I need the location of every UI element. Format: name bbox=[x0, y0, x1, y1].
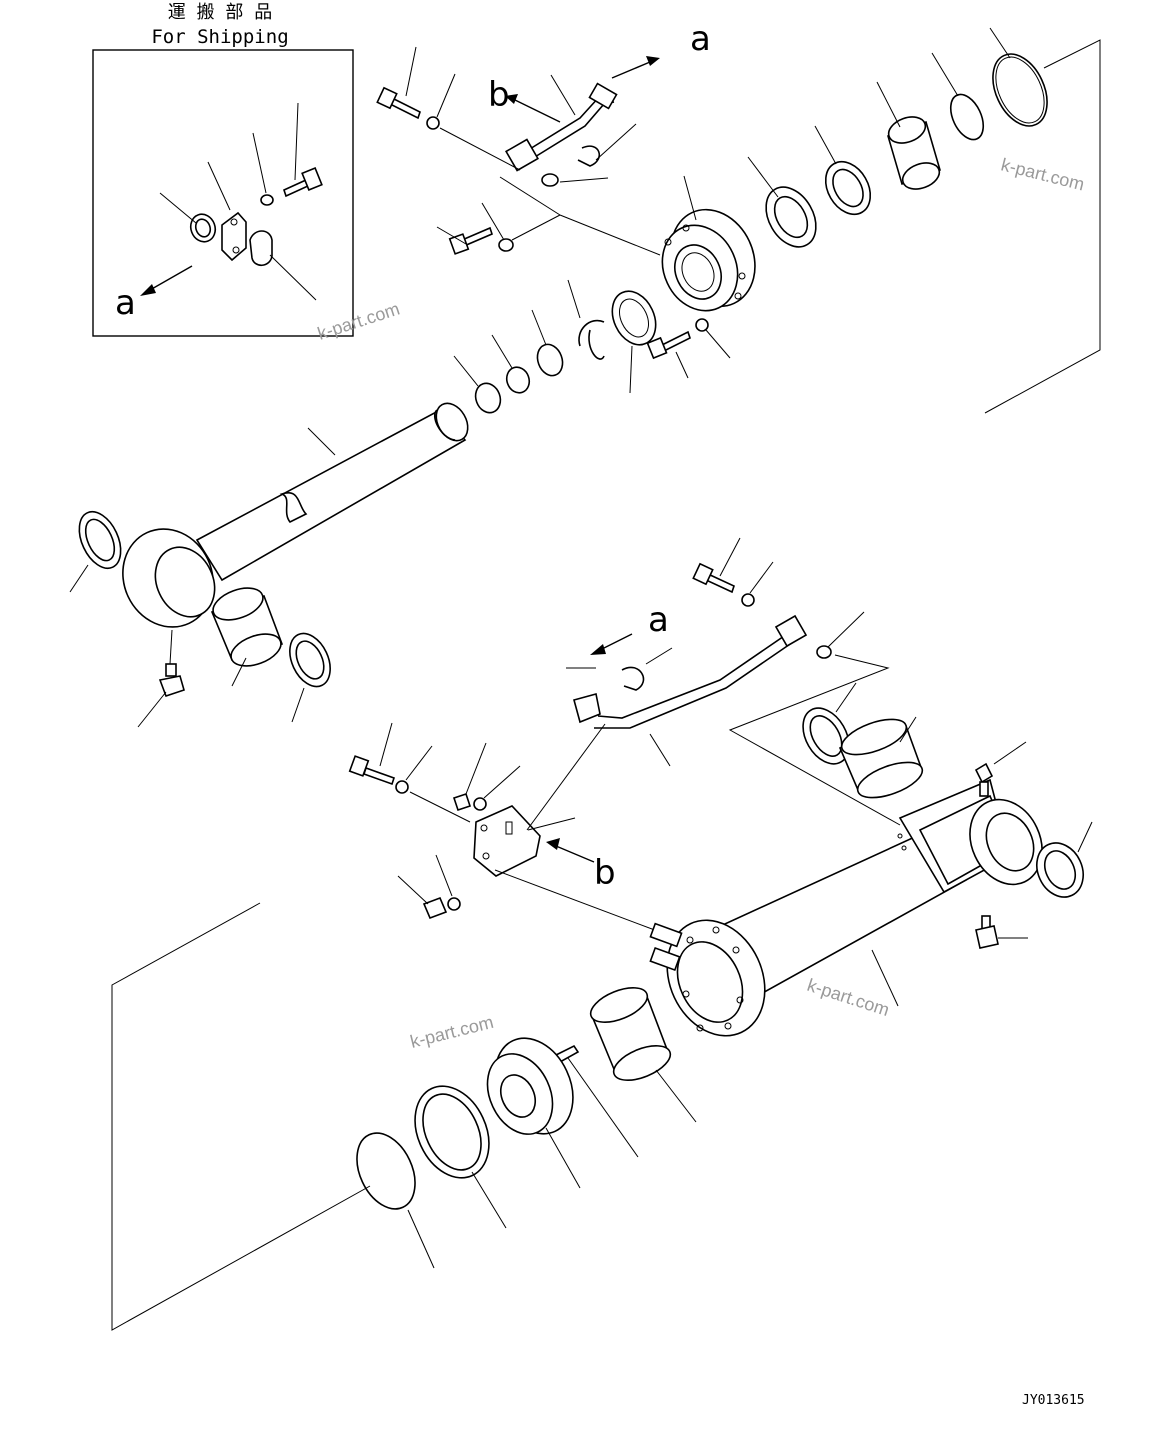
nut-bracket bbox=[452, 792, 472, 812]
u-bolt-upper bbox=[577, 145, 601, 167]
view-letter-b-middle: b bbox=[594, 853, 616, 893]
rod-end-bushing bbox=[210, 587, 284, 667]
upper-assembly: a b bbox=[69, 19, 1101, 728]
bolt-head-mid bbox=[448, 226, 493, 255]
washer-bracket-1 bbox=[395, 780, 409, 794]
arrow-a-top bbox=[611, 61, 651, 79]
lower-assembly: a b bbox=[111, 537, 1093, 1331]
tube-lower bbox=[573, 614, 808, 729]
wiper-ring bbox=[824, 160, 872, 216]
seal-ring-1 bbox=[536, 343, 564, 377]
washer-lower-top bbox=[741, 593, 755, 607]
rod-end-seal bbox=[78, 510, 122, 570]
snap-ring bbox=[578, 319, 605, 360]
bolt-lower-head bbox=[646, 330, 691, 360]
frame-line-lower-right bbox=[728, 654, 901, 826]
washer-top-left bbox=[426, 116, 440, 130]
snap-ring-top bbox=[949, 93, 985, 141]
piston-cap-disc bbox=[356, 1132, 416, 1210]
u-bolt-lower bbox=[621, 666, 645, 691]
tube-upper bbox=[505, 82, 618, 172]
pin-bushing-bottom bbox=[802, 707, 850, 765]
drawing-code: JY013615 bbox=[1022, 1393, 1085, 1408]
watermark-3: k-part.com bbox=[408, 1012, 495, 1052]
bolt-lower-top bbox=[692, 562, 735, 594]
watermark-2: k-part.com bbox=[999, 154, 1086, 194]
watermark-1: k-part.com bbox=[315, 299, 402, 344]
clamp-half-part bbox=[249, 230, 273, 267]
bolt-part bbox=[283, 166, 323, 198]
arrow-a-middle bbox=[599, 633, 633, 651]
bolt-top-left bbox=[376, 86, 421, 120]
arrow-b-top bbox=[514, 99, 561, 123]
shipping-box-frame bbox=[92, 49, 354, 337]
rod-end-dust-seal bbox=[289, 632, 331, 688]
tube-end-seal bbox=[1036, 842, 1084, 898]
washer-part bbox=[260, 194, 274, 206]
shipping-parts-box: 運 搬 部 品 For Shipping a bbox=[92, 2, 354, 337]
grease-fitting-top bbox=[974, 762, 994, 797]
watermark-4: k-part.com bbox=[805, 975, 892, 1020]
arrow-b-middle bbox=[555, 845, 595, 863]
cylinder-tube bbox=[649, 778, 1043, 1037]
grease-fitting-rod bbox=[158, 663, 185, 698]
dust-seal-ring bbox=[765, 186, 817, 248]
washer-bracket-2 bbox=[473, 797, 487, 811]
piston-rod bbox=[122, 402, 469, 628]
o-ring-upper bbox=[541, 173, 559, 187]
view-letter-b-top: b bbox=[488, 75, 510, 115]
o-ring-large-top bbox=[992, 53, 1048, 127]
frame-line-upper bbox=[984, 39, 1101, 414]
cylinder-head bbox=[661, 208, 756, 312]
washer-lower-head bbox=[695, 318, 709, 332]
piston-seal bbox=[414, 1085, 490, 1179]
view-letter-a-box: a bbox=[115, 283, 136, 323]
shipping-title-jp: 運 搬 部 品 bbox=[168, 2, 273, 23]
bushing-head bbox=[611, 290, 657, 346]
frame-line-lower-left bbox=[111, 902, 371, 1331]
nut-low bbox=[422, 896, 448, 920]
bracket-plate bbox=[473, 805, 541, 877]
arrow-a-box bbox=[149, 265, 193, 291]
o-ring-lower bbox=[816, 645, 832, 659]
washer-mid bbox=[498, 238, 514, 252]
seal-ring-2 bbox=[505, 366, 531, 394]
seal-ring-3 bbox=[474, 382, 502, 414]
bushing-bottom bbox=[838, 718, 924, 799]
bushing-top bbox=[887, 116, 941, 190]
split-flange-part bbox=[221, 211, 247, 262]
view-letter-a-top: a bbox=[690, 19, 711, 59]
bolt-bracket bbox=[348, 755, 396, 786]
washer-low bbox=[447, 897, 461, 911]
view-letter-a-middle: a bbox=[648, 600, 669, 640]
piston bbox=[486, 1037, 574, 1135]
piston-ring-wear bbox=[589, 987, 672, 1081]
shipping-title-en: For Shipping bbox=[151, 26, 288, 48]
grease-fitting-bottom bbox=[975, 915, 999, 949]
